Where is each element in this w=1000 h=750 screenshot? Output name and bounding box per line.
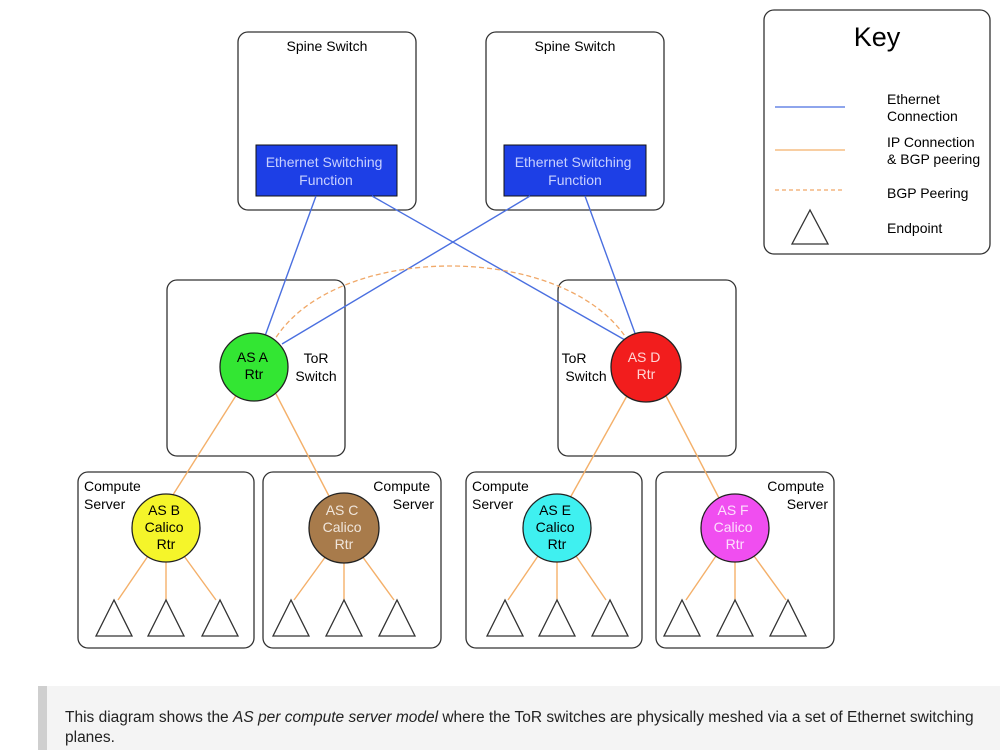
endpoint-icon: [662, 598, 702, 637]
router-as-d: [610, 331, 682, 403]
endpoint-icon: [715, 598, 755, 637]
compute-server-1-label: Compute Server: [84, 478, 145, 512]
endpoint-icon: [146, 598, 186, 637]
ethernet-link-spine1-tor2: [371, 195, 633, 345]
bgp-peering-tor1-tor2: [271, 265, 631, 345]
spine-switch-2-label: Spine Switch: [535, 38, 616, 54]
key-ethernet-label: Ethernet Connection: [887, 91, 958, 124]
endpoint-icon: [768, 598, 808, 637]
ip-link-as-d-as-f: [664, 393, 721, 501]
router-as-b-label: AS B Calico Rtr: [145, 502, 188, 552]
spine-2-function-label: Ethernet Switching Function: [515, 154, 636, 188]
spine-switch-1-label: Spine Switch: [287, 38, 368, 54]
router-as-a-label: AS A Rtr: [237, 349, 271, 382]
router-as-a: [219, 332, 289, 402]
caption-text-before: This diagram shows the: [65, 709, 233, 726]
spine-1-switching-function: [255, 144, 398, 197]
caption-text-after: where the ToR switches are physically me…: [65, 709, 974, 746]
ethernet-link-spine2-tor1: [281, 195, 531, 345]
router-as-d-label: AS D Rtr: [628, 349, 665, 382]
key-endpoint-icon: [790, 208, 830, 245]
endpoint-icon: [537, 598, 577, 637]
endpoint-icon: [200, 598, 240, 637]
ip-link-as-d-as-e: [569, 393, 629, 499]
endpoint-icon: [324, 598, 364, 637]
router-as-b: [131, 493, 201, 563]
tor-switch-1-label: ToR Switch: [295, 350, 336, 384]
router-as-e: [522, 493, 592, 563]
router-as-c-label: AS C Calico Rtr: [323, 502, 366, 552]
router-as-f-label: AS F Calico Rtr: [714, 502, 757, 552]
ip-link-as-a-as-c: [275, 393, 331, 499]
compute-server-2-label: Compute Server: [373, 478, 434, 512]
endpoint-icon: [271, 598, 311, 637]
ethernet-link-spine2-tor2: [584, 195, 637, 337]
endpoint-icon: [590, 598, 630, 637]
tor-switch-2-label: ToR Switch: [562, 350, 607, 384]
key-title: Key: [854, 22, 901, 52]
router-as-c: [308, 492, 380, 564]
key-box: [763, 9, 991, 255]
router-as-e-label: AS E Calico Rtr: [536, 502, 579, 552]
compute-server-3-label: Compute Server: [472, 478, 533, 512]
compute-server-4-label: Compute Server: [767, 478, 828, 512]
router-as-f: [700, 493, 770, 563]
endpoint-icon: [485, 598, 525, 637]
diagram-caption: This diagram shows the AS per compute se…: [38, 686, 1000, 750]
endpoint-icon: [377, 598, 417, 637]
caption-emphasis: AS per compute server model: [233, 709, 439, 726]
spine-1-function-label: Ethernet Switching Function: [266, 154, 387, 188]
key-ip-label: IP Connection & BGP peering: [887, 134, 980, 167]
key-bgp-label: BGP Peering: [887, 185, 968, 201]
network-diagram: Key Ethernet Connection IP Connection & …: [77, 9, 991, 649]
ethernet-link-spine1-tor1: [264, 195, 317, 337]
endpoint-links: [117, 555, 787, 601]
spine-2-switching-function: [503, 144, 647, 197]
endpoint-icon: [94, 598, 134, 637]
key-endpoint-label: Endpoint: [887, 220, 942, 236]
